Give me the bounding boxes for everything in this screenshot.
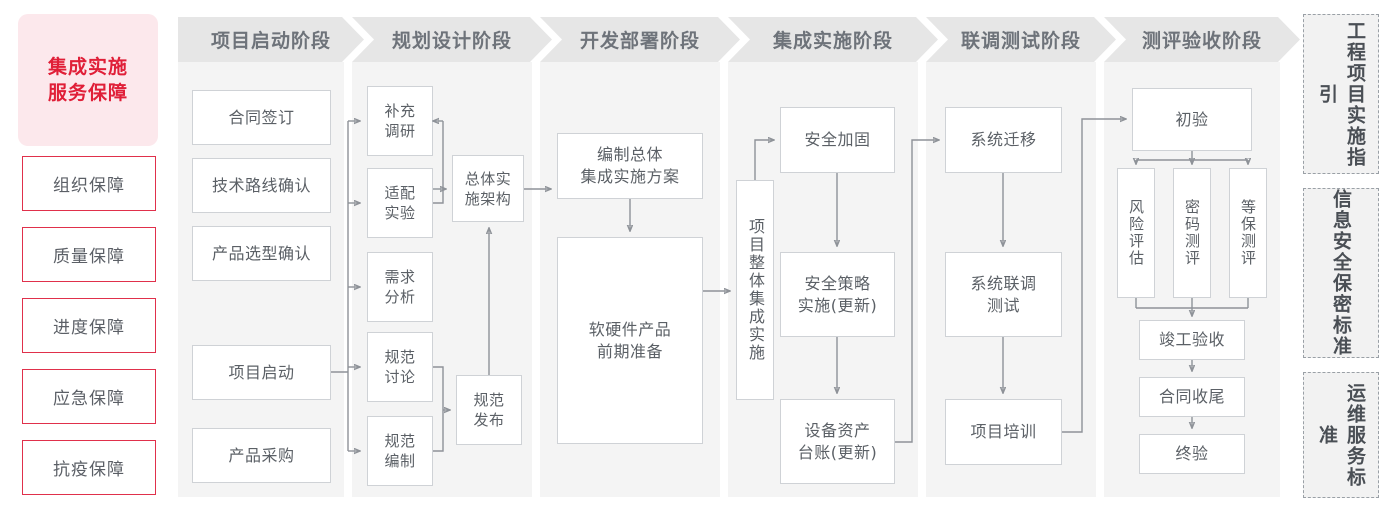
- node-label: 竣工验收: [1158, 330, 1225, 349]
- phase-header-joint-test[interactable]: 联调测试阶段: [926, 17, 1116, 62]
- guarantee-item-epidemic[interactable]: 抗疫保障: [22, 440, 156, 495]
- guarantee-item-quality[interactable]: 质量保障: [22, 227, 156, 282]
- node-label: 技术路线确认: [211, 175, 311, 195]
- node-contract-closeout[interactable]: 合同收尾: [1139, 377, 1245, 417]
- node-label-line1: 补充: [384, 102, 416, 120]
- phase-header-label: 项目启动阶段: [210, 30, 331, 52]
- node-label: 密码测评: [1183, 199, 1201, 267]
- node-security-policy-update[interactable]: 安全策略 实施(更新): [780, 252, 895, 337]
- guarantee-item-schedule[interactable]: 进度保障: [22, 298, 156, 353]
- node-asset-ledger-update[interactable]: 设备资产 台账(更新): [780, 399, 895, 484]
- node-label-line2: 发布: [473, 411, 505, 429]
- standard-card-text: 运维服务标准: [1316, 382, 1366, 488]
- node-label-line2: 集成实施方案: [580, 167, 680, 186]
- node-label: 风险评估: [1127, 199, 1145, 267]
- phase-header-integration[interactable]: 集成实施阶段: [728, 17, 938, 62]
- guarantee-item-label: 组织保障: [53, 176, 125, 196]
- guarantee-item-label: 抗疫保障: [53, 460, 125, 480]
- node-hw-sw-preparation[interactable]: 软硬件产品 前期准备: [557, 237, 703, 444]
- phase-header-planning-design[interactable]: 规划设计阶段: [352, 17, 552, 62]
- node-standard-release[interactable]: 规范 发布: [456, 375, 522, 445]
- guarantee-title-card: 集成实施 服务保障: [18, 14, 158, 146]
- guarantee-title-line1: 集成实施: [47, 56, 128, 78]
- node-label: 合同收尾: [1158, 387, 1225, 406]
- node-mlps-evaluation[interactable]: 等保测评: [1229, 168, 1267, 298]
- phase-header-label: 规划设计阶段: [391, 30, 512, 52]
- node-label: 项目培训: [970, 422, 1037, 441]
- node-tech-route-confirm[interactable]: 技术路线确认: [192, 158, 331, 213]
- phase-header-label: 集成实施阶段: [772, 30, 893, 52]
- node-label: 项目启动: [228, 362, 295, 382]
- node-standard-drafting[interactable]: 规范 编制: [367, 416, 433, 486]
- node-label-line1: 编制总体: [596, 145, 663, 164]
- node-label-line1: 需求: [384, 268, 416, 286]
- standard-card-text: 信息安全保密标准: [1330, 189, 1352, 357]
- standard-card-ops-service-standard[interactable]: 运维服务标准: [1303, 372, 1379, 498]
- node-label-line2: 前期准备: [596, 341, 663, 361]
- guarantee-item-label: 进度保障: [53, 318, 125, 338]
- standard-card-text: 工程项目实施指引: [1316, 20, 1366, 168]
- node-label: 安全加固: [804, 130, 871, 149]
- node-label-line1: 设备资产: [804, 420, 871, 440]
- node-label-line2: 测试: [986, 295, 1020, 315]
- guarantee-item-emergency[interactable]: 应急保障: [22, 369, 156, 424]
- standard-card-security-standard[interactable]: 信息安全保密标准: [1303, 188, 1379, 358]
- node-label: 项目整体集成实施: [746, 218, 765, 362]
- node-system-joint-test[interactable]: 系统联调 测试: [945, 252, 1062, 337]
- node-project-kickoff[interactable]: 项目启动: [192, 345, 331, 400]
- node-completion-acceptance[interactable]: 竣工验收: [1139, 320, 1245, 360]
- node-risk-assessment[interactable]: 风险评估: [1117, 168, 1155, 298]
- node-label-line2: 台账(更新): [797, 442, 878, 462]
- node-label-line2: 实施(更新): [797, 295, 878, 315]
- node-label: 终验: [1175, 444, 1209, 463]
- node-label-line2: 编制: [384, 452, 416, 470]
- node-requirement-analysis[interactable]: 需求 分析: [367, 252, 433, 322]
- node-label: 初验: [1175, 109, 1209, 129]
- node-label: 合同签订: [228, 107, 295, 127]
- phase-header-project-start[interactable]: 项目启动阶段: [178, 17, 364, 62]
- node-project-training[interactable]: 项目培训: [945, 399, 1062, 465]
- node-label-line1: 软硬件产品: [588, 319, 672, 339]
- node-final-acceptance[interactable]: 终验: [1139, 434, 1245, 474]
- node-adaptation-experiment[interactable]: 适配 实验: [367, 168, 433, 238]
- node-label-line1: 规范: [473, 391, 505, 409]
- node-preliminary-acceptance[interactable]: 初验: [1132, 88, 1252, 151]
- node-overall-project-integration[interactable]: 项目整体集成实施: [736, 180, 774, 400]
- phase-header-label: 开发部署阶段: [579, 30, 700, 52]
- guarantee-item-organization[interactable]: 组织保障: [22, 156, 156, 211]
- node-label-line2: 施架构: [464, 189, 512, 208]
- node-system-migration[interactable]: 系统迁移: [945, 107, 1062, 173]
- node-label-line1: 安全策略: [804, 273, 871, 293]
- node-contract-signing[interactable]: 合同签订: [192, 90, 331, 145]
- node-security-hardening[interactable]: 安全加固: [780, 107, 895, 173]
- node-label-line1: 系统联调: [970, 273, 1037, 293]
- guarantee-title-line2: 服务保障: [47, 82, 128, 104]
- node-label-line2: 分析: [384, 288, 416, 306]
- node-product-procurement[interactable]: 产品采购: [192, 428, 331, 483]
- node-standard-discussion[interactable]: 规范 讨论: [367, 332, 433, 402]
- node-label: 等保测评: [1239, 199, 1257, 267]
- phase-header-label: 测评验收阶段: [1141, 30, 1262, 52]
- node-label-line1: 规范: [384, 348, 416, 366]
- node-cryptography-evaluation[interactable]: 密码测评: [1173, 168, 1211, 298]
- node-label: 产品选型确认: [211, 243, 311, 263]
- node-label-line1: 规范: [384, 432, 416, 450]
- node-compile-integration-plan[interactable]: 编制总体 集成实施方案: [557, 133, 703, 199]
- phase-header-develop-deploy[interactable]: 开发部署阶段: [540, 17, 740, 62]
- guarantee-item-label: 质量保障: [53, 247, 125, 267]
- node-label-line2: 实验: [384, 204, 416, 222]
- node-label: 产品采购: [228, 445, 295, 465]
- node-label: 系统迁移: [970, 130, 1037, 149]
- node-label-line1: 适配: [384, 184, 416, 202]
- node-label-line1: 总体实: [464, 169, 512, 188]
- node-overall-implementation-architecture[interactable]: 总体实 施架构: [452, 155, 524, 222]
- node-label-line2: 调研: [384, 122, 416, 140]
- node-supplementary-research[interactable]: 补充 调研: [367, 86, 433, 156]
- standard-card-engineering-guide[interactable]: 工程项目实施指引: [1303, 14, 1379, 174]
- phase-header-label: 联调测试阶段: [960, 30, 1081, 52]
- phase-header-acceptance[interactable]: 测评验收阶段: [1104, 17, 1300, 62]
- node-label-line2: 讨论: [384, 368, 416, 386]
- node-product-selection-confirm[interactable]: 产品选型确认: [192, 226, 331, 281]
- guarantee-item-label: 应急保障: [53, 389, 125, 409]
